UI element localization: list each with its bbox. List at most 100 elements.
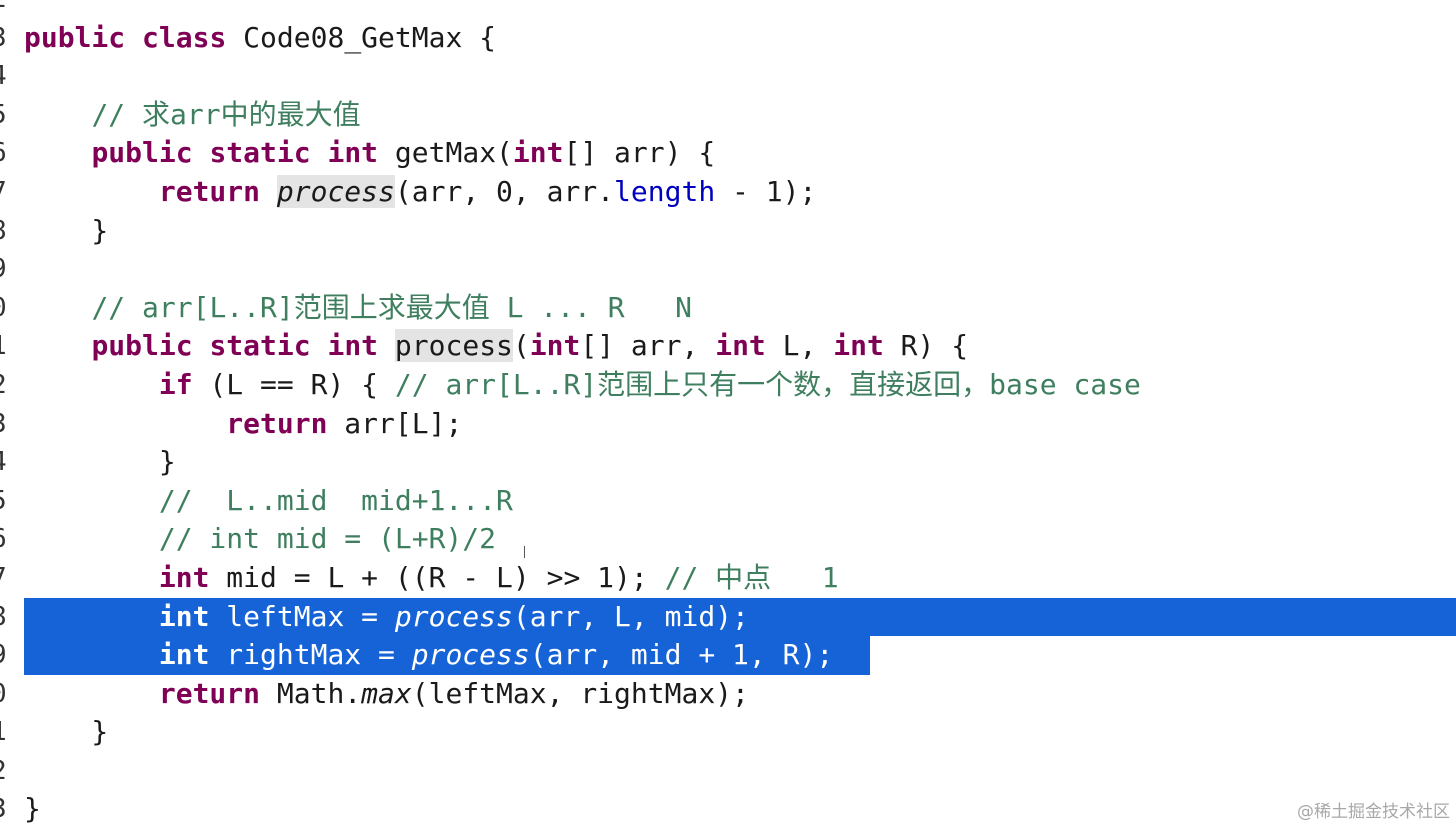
code-text: public static int getMax(int[] arr) {: [24, 134, 715, 173]
code-token: [24, 329, 91, 362]
code-token: [24, 484, 159, 517]
code-line[interactable]: 0 // arr[L..R]范围上求最大值 L ... R N: [0, 289, 1456, 328]
code-text: public static int process(int[] arr, int…: [24, 327, 968, 366]
code-token: public: [24, 20, 126, 54]
selection-highlight: [24, 636, 870, 675]
code-token: [24, 600, 159, 633]
line-number: 3: [0, 19, 15, 58]
code-line[interactable]: 7 return process(arr, 0, arr.length - 1)…: [0, 173, 1456, 212]
line-number: 4: [0, 57, 15, 96]
code-token: arr[L];: [327, 406, 463, 440]
line-number: 8: [0, 598, 15, 637]
code-text: // arr[L..R]范围上求最大值 L ... R N: [24, 289, 692, 328]
code-token: (arr, L, mid);: [512, 599, 749, 633]
code-text: int leftMax = process(arr, L, mid);: [24, 598, 749, 637]
line-number: 5: [0, 482, 15, 521]
code-token: int: [512, 136, 564, 170]
code-token: int: [715, 329, 766, 363]
code-token: [193, 136, 210, 169]
code-token: [] arr,: [580, 329, 716, 363]
line-number: 9: [0, 250, 15, 289]
line-number: 2: [0, 752, 15, 791]
code-line[interactable]: 3 return arr[L];: [0, 405, 1456, 444]
code-token: [24, 98, 91, 131]
code-token: [24, 638, 159, 671]
code-token: (arr, 0, arr.: [394, 174, 615, 208]
code-line[interactable]: 2: [0, 0, 1456, 19]
code-line[interactable]: 1 public static int process(int[] arr, i…: [0, 327, 1456, 366]
code-token: // int mid = (L+R)/2: [158, 522, 497, 556]
code-token: process: [276, 174, 395, 208]
line-number: 4: [0, 443, 15, 482]
code-text: return arr[L];: [24, 405, 462, 444]
code-line[interactable]: 6 // int mid = (L+R)/2: [0, 520, 1456, 559]
line-number: 6: [0, 520, 15, 559]
code-token: L,: [765, 329, 834, 363]
code-token: int: [529, 329, 581, 363]
code-token: [378, 329, 395, 362]
code-token: [24, 407, 226, 440]
code-token: return: [158, 174, 261, 208]
code-token: getMax(: [378, 136, 513, 170]
code-token: // 中点 1: [664, 560, 839, 594]
code-line[interactable]: 7 int mid = L + ((R - L) >> 1); // 中点 1: [0, 559, 1456, 598]
code-text: public class Code08_GetMax {: [24, 19, 496, 58]
code-token: // 求arr中的最大值: [91, 97, 361, 131]
code-token: [24, 561, 159, 594]
code-token: mid = L + ((R - L) >> 1);: [209, 560, 665, 594]
code-line[interactable]: 5 // 求arr中的最大值: [0, 96, 1456, 135]
code-line[interactable]: 3}: [0, 790, 1456, 829]
code-line[interactable]: 3public class Code08_GetMax {: [0, 19, 1456, 58]
code-line[interactable]: 0 return Math.max(leftMax, rightMax);: [0, 675, 1456, 714]
line-number: 3: [0, 405, 15, 444]
code-token: int: [833, 329, 884, 363]
code-token: int: [158, 638, 210, 672]
code-token: [24, 522, 159, 555]
line-number: 5: [0, 96, 15, 135]
code-line[interactable]: 1 }: [0, 713, 1456, 752]
code-token: // arr[L..R]范围上只有一个数，直接返回，base case: [394, 367, 1141, 401]
code-line[interactable]: 4 }: [0, 443, 1456, 482]
code-token: [24, 368, 159, 401]
code-line[interactable]: 5 // L..mid mid+1...R: [0, 482, 1456, 521]
line-number: 7: [0, 173, 15, 212]
code-line[interactable]: 2 if (L == R) { // arr[L..R]范围上只有一个数，直接返…: [0, 366, 1456, 405]
code-token: R) {: [883, 329, 969, 363]
code-token: class: [142, 20, 227, 54]
code-line[interactable]: 2: [0, 752, 1456, 791]
code-token: rightMax =: [209, 638, 412, 672]
code-text: // 求arr中的最大值: [24, 96, 361, 135]
code-line[interactable]: 9: [0, 250, 1456, 289]
code-text: return process(arr, 0, arr.length - 1);: [24, 173, 816, 212]
code-token: [311, 136, 328, 169]
code-token: - 1);: [715, 174, 817, 208]
code-token: [125, 21, 142, 54]
code-token: int: [158, 560, 210, 594]
code-token: (leftMax, rightMax);: [411, 676, 749, 710]
code-text: // int mid = (L+R)/2: [24, 520, 496, 559]
code-token: [193, 329, 210, 362]
code-token: public: [91, 329, 193, 363]
code-line[interactable]: 6 public static int getMax(int[] arr) {: [0, 134, 1456, 173]
code-text: return Math.max(leftMax, rightMax);: [24, 675, 749, 714]
code-token: }: [24, 715, 109, 749]
code-text: }: [24, 790, 41, 829]
code-token: leftMax =: [209, 599, 395, 633]
code-text: int mid = L + ((R - L) >> 1); // 中点 1: [24, 559, 839, 598]
code-token: [260, 175, 277, 208]
line-number: 1: [0, 327, 15, 366]
code-line[interactable]: 4: [0, 57, 1456, 96]
code-line[interactable]: 8 }: [0, 212, 1456, 251]
code-token: (arr, mid + 1, R);: [529, 638, 834, 672]
code-token: [24, 677, 159, 710]
code-line[interactable]: 8 int leftMax = process(arr, L, mid);: [0, 597, 1456, 637]
line-number: 2: [0, 366, 15, 405]
code-token: public: [91, 136, 193, 170]
code-token: int: [158, 599, 210, 633]
code-token: process: [394, 329, 513, 363]
line-number: 0: [0, 289, 15, 328]
line-number: 2: [0, 0, 15, 19]
code-line[interactable]: 9 int rightMax = process(arr, mid + 1, R…: [0, 636, 1456, 675]
line-number: 8: [0, 212, 15, 251]
